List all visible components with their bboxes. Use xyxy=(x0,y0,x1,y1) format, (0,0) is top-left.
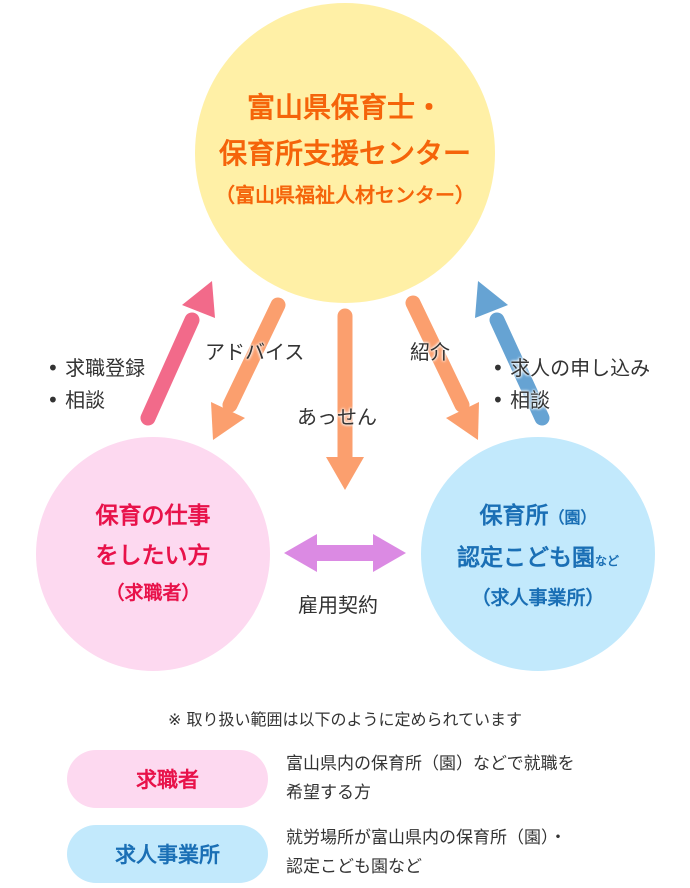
employer-line2-small: など xyxy=(594,554,619,568)
job-seeker-line2: をしたい方 xyxy=(95,543,211,569)
job-seeker-line1: 保育の仕事 xyxy=(95,503,211,529)
arrow-employment-contract xyxy=(284,534,406,572)
employer-line1-main: 保育所 xyxy=(479,503,549,529)
center-title-line1: 富山県保育士・ xyxy=(246,91,443,124)
job-seeker-line3: （求職者） xyxy=(105,582,201,604)
job-seeker-description: 富山県内の保育所（園）などで就職を 希望する方 xyxy=(286,750,575,808)
arrow-seeker-to-center xyxy=(140,281,215,426)
job-seeker-desc-line2: 希望する方 xyxy=(286,783,371,803)
center-circle xyxy=(195,3,495,303)
mediation-label: あっせん xyxy=(297,405,377,429)
seeker-actions-list: 求職登録 相談 xyxy=(47,352,145,416)
employer-desc-line2: 認定こども園など xyxy=(286,857,422,877)
advice-label: アドバイス xyxy=(205,340,305,364)
employer-circle xyxy=(421,437,655,671)
center-subtitle: （富山県福祉人材センター） xyxy=(215,183,475,207)
job-seeker-desc-line1: 富山県内の保育所（園）などで就職を xyxy=(286,754,575,774)
employer-actions-list: 求人の申し込み 相談 xyxy=(492,352,650,416)
job-seeker-circle xyxy=(36,437,270,671)
employer-desc-line1: 就労場所が富山県内の保育所（園）・ xyxy=(286,828,567,848)
employer-pill-label: 求人事業所 xyxy=(115,843,220,867)
employment-contract-label: 雇用契約 xyxy=(298,593,378,617)
seeker-action-item: 相談 xyxy=(47,384,145,416)
arrow-advice xyxy=(211,297,286,440)
employer-line2: 認定こども園など xyxy=(421,538,655,581)
employer-description: 就労場所が富山県内の保育所（園）・ 認定こども園など xyxy=(286,824,567,882)
center-title: 富山県保育士・ 保育所支援センター （富山県福祉人材センター） xyxy=(195,85,495,213)
job-seeker-pill: 求職者 xyxy=(67,750,268,808)
employer-action-item: 求人の申し込み xyxy=(492,352,650,384)
center-title-line2: 保育所支援センター xyxy=(218,137,471,170)
employer-line1: 保育所（園） xyxy=(421,496,655,538)
arrow-mediation xyxy=(326,308,364,490)
job-seeker-title: 保育の仕事 をしたい方 （求職者） xyxy=(36,496,270,610)
employer-action-item: 相談 xyxy=(492,384,650,416)
employer-title: 保育所（園） 認定こども園など （求人事業所） xyxy=(421,496,655,615)
seeker-action-item: 求職登録 xyxy=(47,352,145,384)
introduction-label: 紹介 xyxy=(410,340,450,364)
employer-line1-small: （園） xyxy=(548,508,597,527)
employer-pill: 求人事業所 xyxy=(67,825,268,883)
job-seeker-pill-label: 求職者 xyxy=(136,768,199,792)
scope-note-heading: ※ 取り扱い範囲は以下のように定められています xyxy=(167,710,522,729)
employer-line3: （求人事業所） xyxy=(471,587,605,609)
employer-line2-main: 認定こども園 xyxy=(456,545,595,571)
arrow-introduction xyxy=(405,295,479,440)
